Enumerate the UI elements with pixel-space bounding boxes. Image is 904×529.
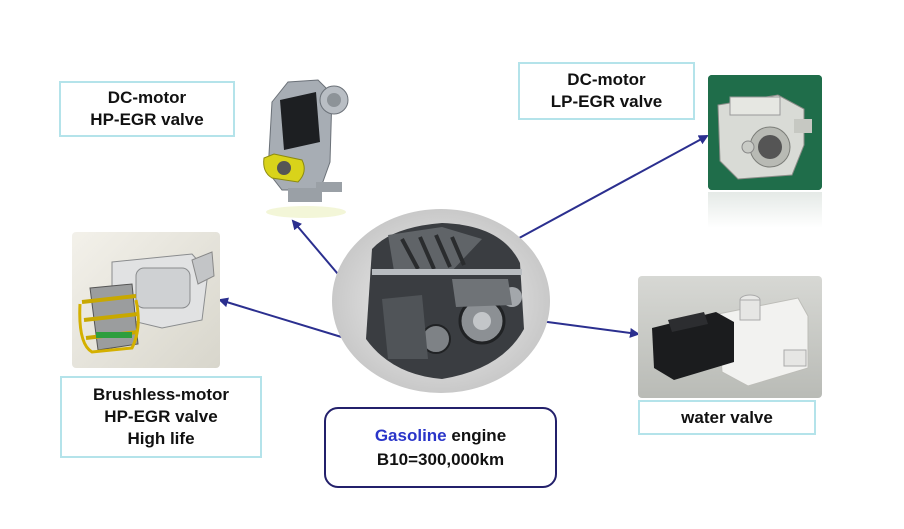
center-line-1: Gasoline engine <box>326 424 555 448</box>
engine-word: engine <box>447 426 507 445</box>
brushless-hp-egr-valve-image <box>72 232 220 368</box>
dc-lp-egr-valve-image <box>708 75 822 190</box>
brushless-motor-hp-egr-valve-label: Brushless-motor HP-EGR valve High life <box>60 376 262 458</box>
dc-motor-hp-egr-valve-label: DC-motor HP-EGR valve <box>59 81 235 137</box>
label-line: DC-motor <box>567 69 645 91</box>
arrow-to-dc-hp-valve <box>293 221 343 280</box>
label-line: HP-EGR valve <box>90 109 203 131</box>
dc-hp-egr-valve-image <box>258 72 354 222</box>
dc-lp-egr-valve-reflection <box>708 192 822 228</box>
arrow-to-brushless-valve <box>220 300 348 339</box>
label-line: LP-EGR valve <box>551 91 663 113</box>
label-line: Brushless-motor <box>93 384 229 406</box>
gasoline-highlight: Gasoline <box>375 426 447 445</box>
gasoline-engine-image <box>332 209 550 393</box>
water-valve-label: water valve <box>638 400 816 435</box>
center-line-2: B10=300,000km <box>326 448 555 472</box>
label-line: DC-motor <box>108 87 186 109</box>
gasoline-engine-label: Gasoline engine B10=300,000km <box>324 407 557 488</box>
arrow-to-water-valve <box>540 321 638 334</box>
dc-motor-lp-egr-valve-label: DC-motor LP-EGR valve <box>518 62 695 120</box>
label-line: HP-EGR valve <box>104 406 217 428</box>
water-valve-image <box>638 276 822 398</box>
arrow-to-dc-lp-valve <box>510 136 707 243</box>
label-line: High life <box>127 428 194 450</box>
label-line: water valve <box>681 407 773 429</box>
